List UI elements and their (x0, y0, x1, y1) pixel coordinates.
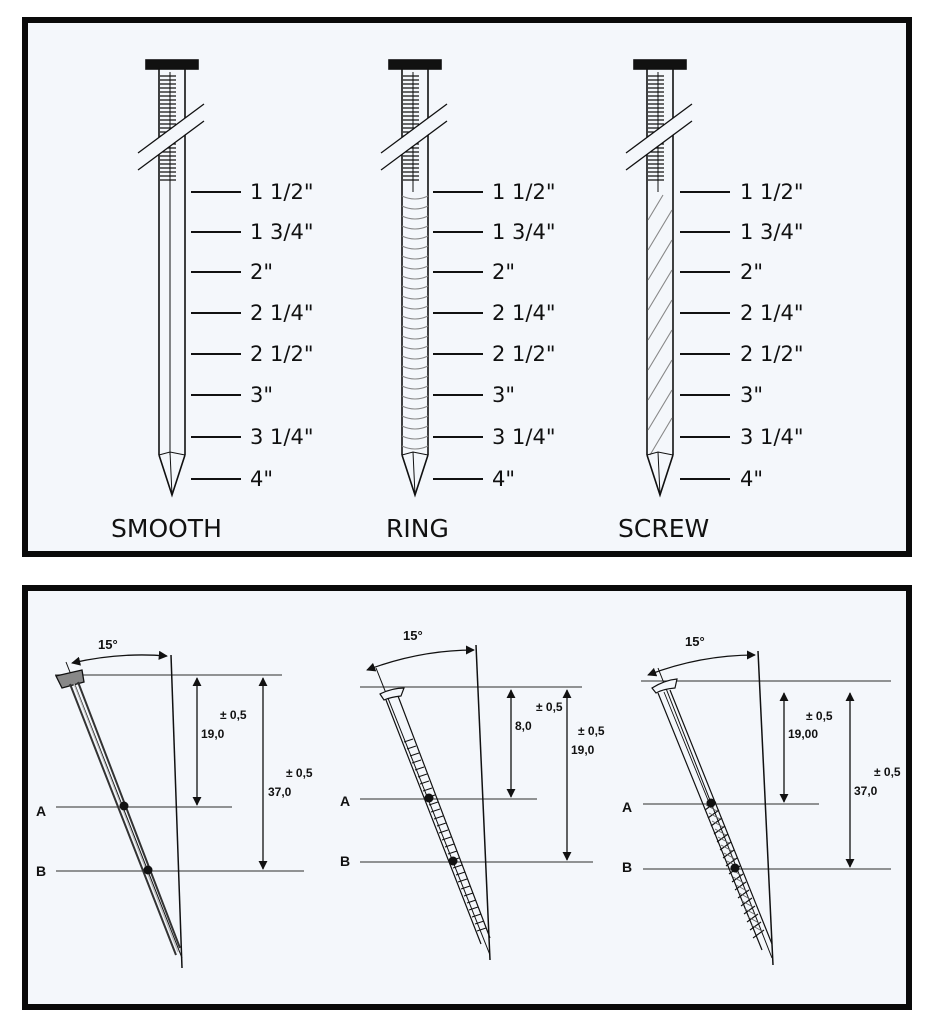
length-label: 3" (740, 383, 763, 407)
dim2-tolerance: ± 0,5 (286, 766, 313, 780)
ring-length-labels: 1 1/2" 1 3/4" 2" 2 1/4" 2 1/2" 3" 3 1/4"… (492, 180, 556, 491)
length-label: 2 1/2" (492, 342, 556, 366)
point-a-label: A (622, 799, 632, 815)
length-label: 2 1/4" (250, 301, 314, 325)
angle-label: 15° (685, 634, 705, 649)
length-label: 1 3/4" (250, 220, 314, 244)
dim1-tolerance: ± 0,5 (806, 709, 833, 723)
dim2-value: 19,0 (571, 743, 595, 757)
length-label: 3 1/4" (740, 425, 804, 449)
point-b-label: B (622, 859, 632, 875)
length-ticks (191, 191, 730, 480)
dim1-value: 19,0 (201, 727, 225, 741)
screw-nail-angled-icon (641, 650, 891, 966)
nail-type-label-smooth: SMOOTH (111, 514, 222, 543)
length-label: 2" (740, 260, 763, 284)
length-label: 1 1/2" (250, 180, 314, 204)
length-label: 1 3/4" (740, 220, 804, 244)
dim1-tolerance: ± 0,5 (220, 708, 247, 722)
dim1-value: 19,00 (788, 727, 818, 741)
length-label: 2 1/4" (740, 301, 804, 325)
angle-label: 15° (403, 628, 423, 643)
point-a-label: A (36, 803, 46, 819)
ring-nail-angled-icon (360, 644, 593, 961)
length-label: 4" (740, 467, 763, 491)
smooth-length-labels: 1 1/2" 1 3/4" 2" 2 1/4" 2 1/2" 3" 3 1/4"… (250, 180, 314, 491)
angle-label: 15° (98, 637, 118, 652)
dim2-tolerance: ± 0,5 (874, 765, 901, 779)
length-label: 1 1/2" (740, 180, 804, 204)
break-mark-icon (137, 103, 205, 171)
dim2-tolerance: ± 0,5 (578, 724, 605, 738)
length-label: 1 1/2" (492, 180, 556, 204)
length-label: 2 1/2" (740, 342, 804, 366)
smooth-nail-angled-icon (55, 650, 304, 969)
length-label: 4" (250, 467, 273, 491)
length-label: 2 1/2" (250, 342, 314, 366)
point-b-label: B (340, 853, 350, 869)
point-b-label: B (36, 863, 46, 879)
break-mark-icon (625, 103, 693, 171)
dim2-value: 37,0 (268, 785, 292, 799)
screw-length-labels: 1 1/2" 1 3/4" 2" 2 1/4" 2 1/2" 3" 3 1/4"… (740, 180, 804, 491)
point-a-label: A (340, 793, 350, 809)
length-label: 1 3/4" (492, 220, 556, 244)
length-label: 3 1/4" (250, 425, 314, 449)
nail-type-label-ring: RING (386, 514, 449, 543)
length-label: 4" (492, 467, 515, 491)
length-label: 3 1/4" (492, 425, 556, 449)
dim1-tolerance: ± 0,5 (536, 700, 563, 714)
length-label: 2" (492, 260, 515, 284)
length-label: 3" (250, 383, 273, 407)
dim2-value: 37,0 (854, 784, 878, 798)
nail-type-label-screw: SCREW (618, 514, 709, 543)
break-mark-icon (380, 103, 448, 171)
length-label: 3" (492, 383, 515, 407)
length-label: 2 1/4" (492, 301, 556, 325)
length-label: 2" (250, 260, 273, 284)
dim1-value: 8,0 (515, 719, 532, 733)
